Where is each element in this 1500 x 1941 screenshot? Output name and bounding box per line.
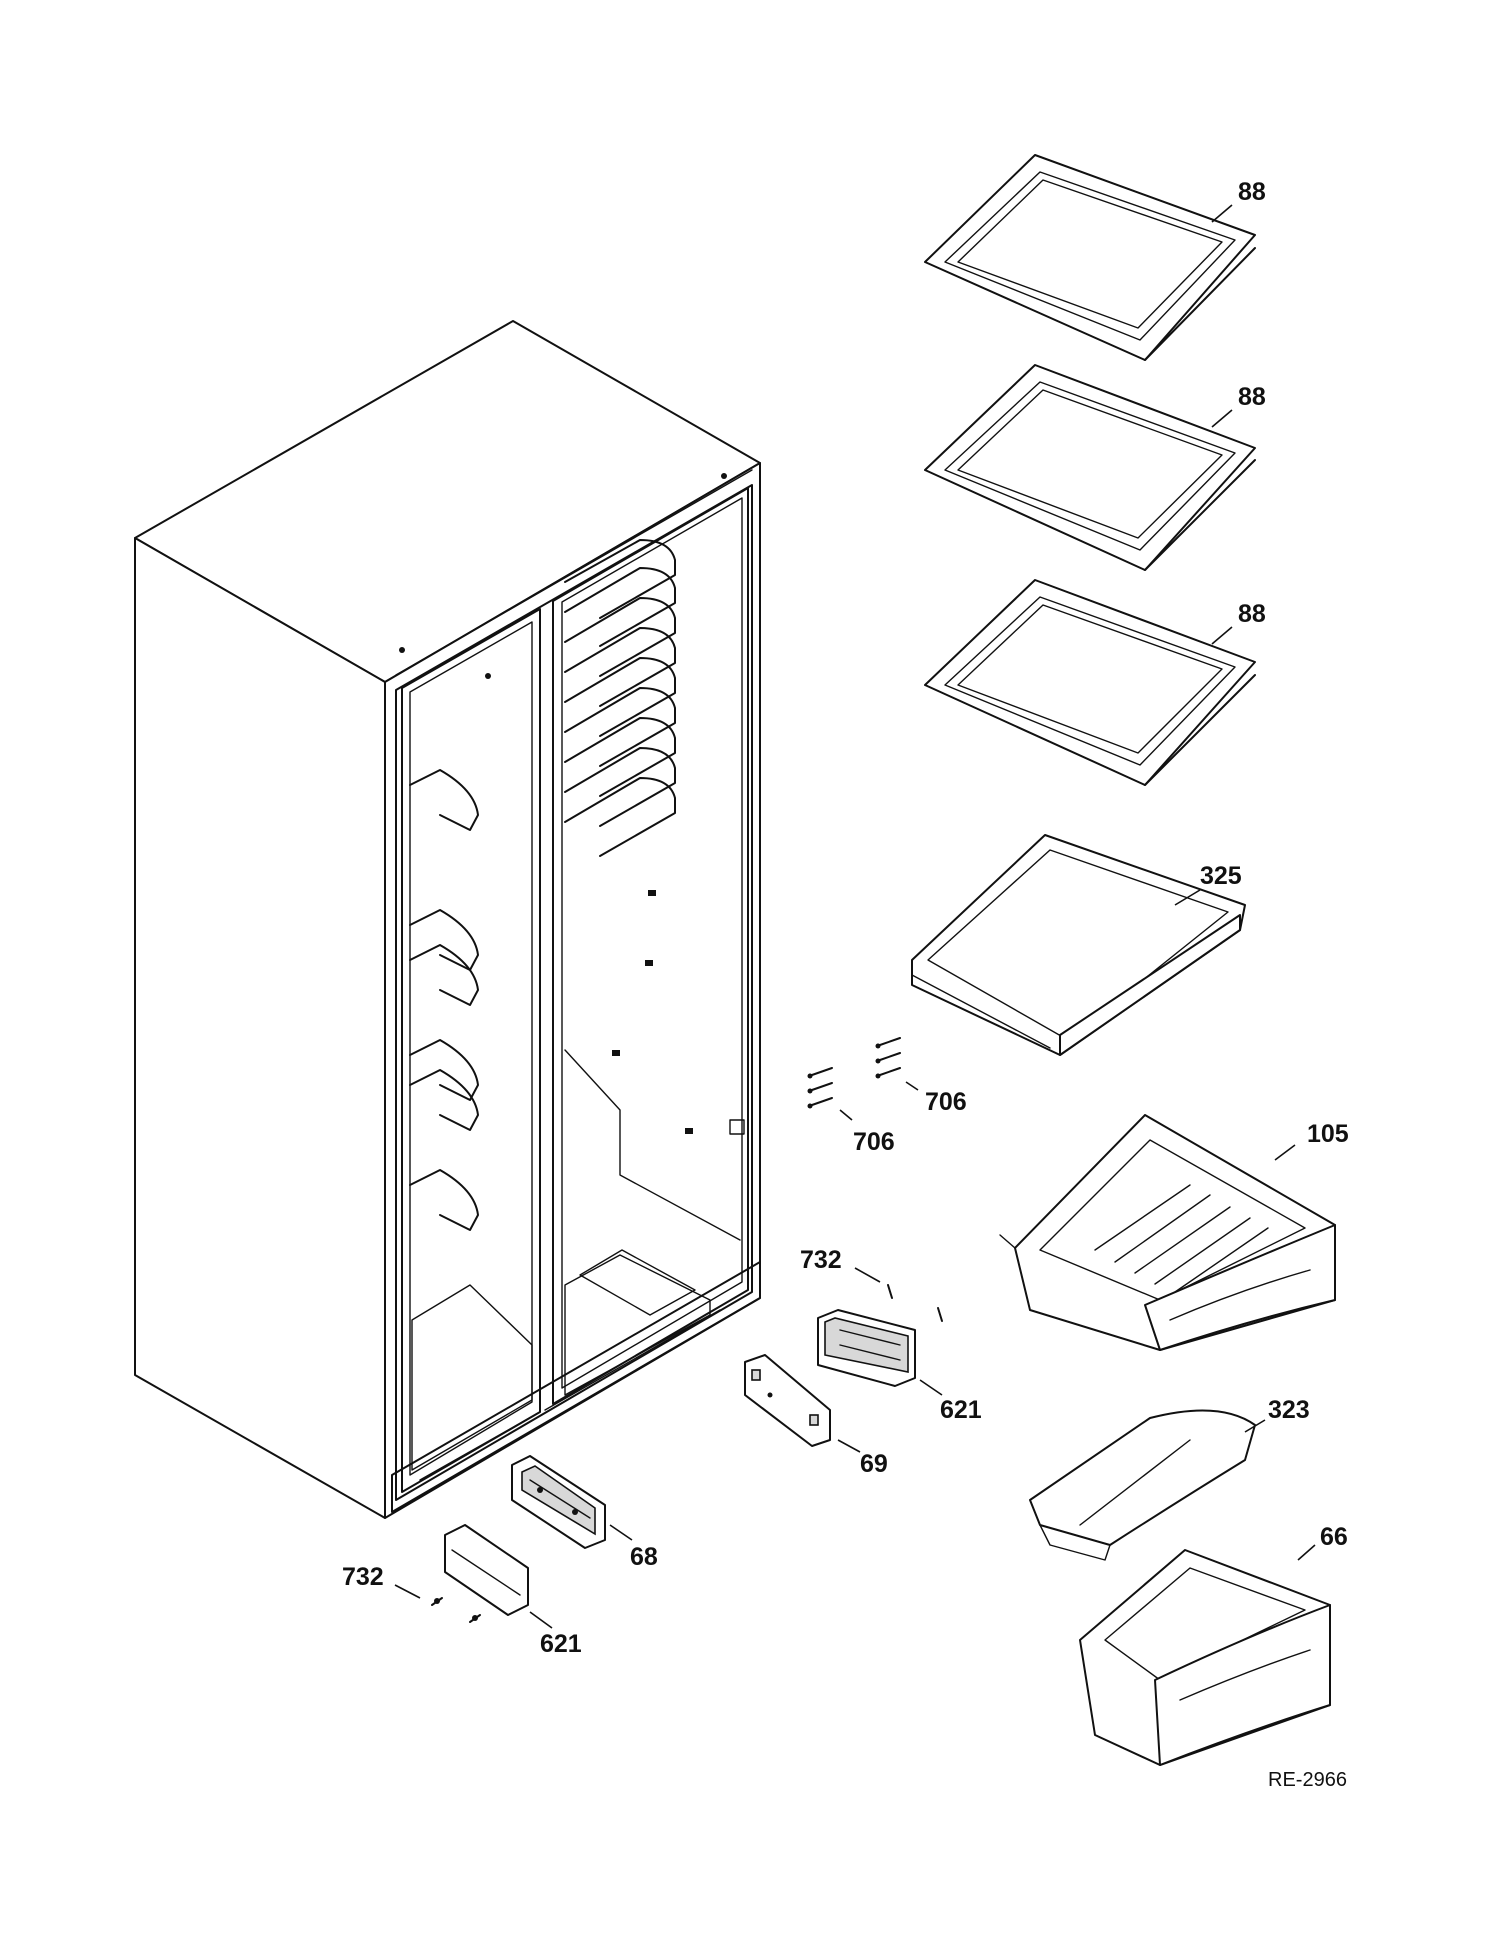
glass-shelf-2 — [924, 364, 1256, 571]
callout-88-shelf-3: 88 — [1238, 600, 1266, 628]
callout-706-lower: 706 — [853, 1128, 895, 1156]
callout-88-shelf-2: 88 — [1238, 383, 1266, 411]
pan-105-grid — [1094, 1184, 1269, 1293]
crisper-pan-66 — [1079, 1549, 1331, 1766]
bracket-69 — [744, 1354, 831, 1447]
callout-325: 325 — [1200, 862, 1242, 890]
meat-pan-105 — [999, 1114, 1336, 1351]
callout-621-mid: 621 — [940, 1396, 982, 1424]
callout-88-shelf-1: 88 — [1238, 178, 1266, 206]
screws-732-mid — [887, 1284, 943, 1322]
callout-69: 69 — [860, 1450, 888, 1478]
callout-105: 105 — [1307, 1120, 1349, 1148]
callout-706-upper: 706 — [925, 1088, 967, 1116]
callout-labels: 88 88 88 325 105 323 66 706 706 732 621 … — [342, 178, 1349, 1658]
callout-732-mid: 732 — [800, 1246, 842, 1274]
screws-706-lower — [807, 1067, 833, 1109]
callout-68: 68 — [630, 1543, 658, 1571]
cover-621-bottom — [444, 1524, 529, 1616]
callout-66: 66 — [1320, 1523, 1348, 1551]
freezer-shelf-ledges — [409, 769, 479, 1231]
screws-732-bottom — [431, 1597, 481, 1623]
pan-cover-325 — [911, 834, 1246, 1056]
glass-shelf-1 — [924, 154, 1256, 361]
callout-621-bottom: 621 — [540, 1630, 582, 1658]
cabinet-shelf-ribs — [564, 539, 676, 857]
cover-621-mid — [817, 1309, 916, 1387]
bracket-68 — [511, 1455, 606, 1549]
callout-732-bottom: 732 — [342, 1563, 384, 1591]
diagram-reference-code: RE-2966 — [1268, 1769, 1347, 1791]
callout-323: 323 — [1268, 1396, 1310, 1424]
screws-706-upper — [875, 1037, 901, 1079]
pan-cover-323 — [1029, 1409, 1256, 1561]
refrigerator-cabinet — [134, 320, 761, 1519]
glass-shelf-3 — [924, 579, 1256, 786]
leader-lines — [394, 204, 1316, 1629]
